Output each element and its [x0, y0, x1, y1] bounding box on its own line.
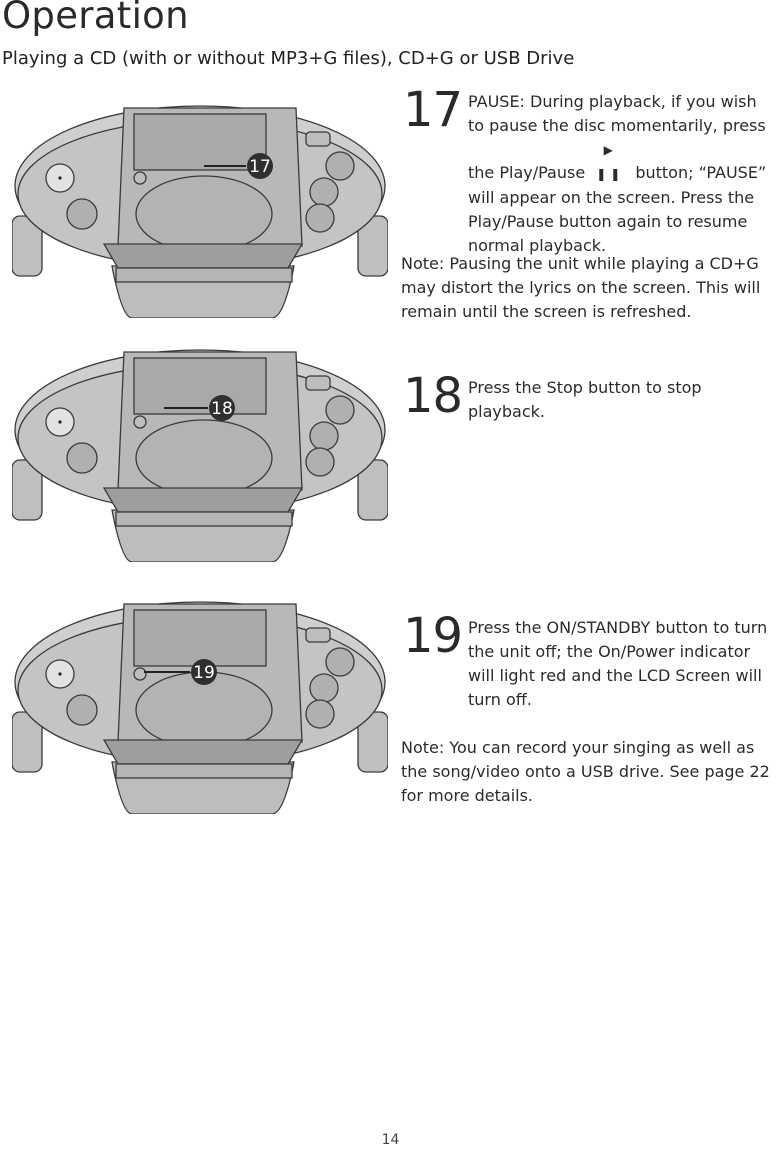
play-pause-icon: ▶ ❚❚: [596, 143, 625, 181]
page-title: Operation: [2, 0, 189, 37]
step-18: 18 Press the Stop button to stop playbac…: [403, 372, 775, 424]
callout-number: 19: [193, 663, 215, 683]
step-number: 17: [403, 82, 463, 138]
note-19: Note: You can record your singing as wel…: [401, 736, 773, 808]
callout-number: 18: [211, 399, 233, 419]
note-17: Note: Pausing the unit while playing a C…: [401, 252, 773, 324]
step-number: 18: [403, 368, 463, 424]
step-text: Press the Stop button to stop playback.: [468, 378, 702, 421]
step-text-part: During playback, if you wish to pause th…: [468, 92, 766, 182]
page-subtitle: Playing a CD (with or without MP3+G file…: [2, 48, 575, 69]
callout-number: 17: [249, 157, 271, 177]
callout-marker: [191, 659, 217, 685]
note-label: Note:: [401, 254, 445, 273]
step-number: 19: [403, 608, 463, 664]
page-number: 14: [381, 1132, 400, 1148]
note-label: Note:: [401, 738, 445, 757]
karaoke-machine-illustration: 17: [12, 105, 388, 318]
pause-label: PAUSE:: [468, 92, 525, 111]
step-17: 17 PAUSE: During playback, if you wish t…: [403, 86, 775, 258]
note-text: You can record your singing as well as t…: [401, 738, 770, 805]
note-text: Pausing the unit while playing a CD+G ma…: [401, 254, 761, 321]
device-illustration-step-17: 17: [12, 96, 388, 318]
callout-marker: [247, 153, 273, 179]
karaoke-machine-illustration: 19: [12, 601, 388, 814]
step-text: Press the ON/STANDBY button to turn the …: [468, 618, 768, 709]
step-text: PAUSE: During playback, if you wish to p…: [468, 86, 775, 258]
karaoke-machine-illustration: 18: [12, 349, 388, 562]
callout-marker: [209, 395, 235, 421]
step-19: 19 Press the ON/STANDBY button to turn t…: [403, 612, 775, 712]
device-illustration-step-19: 19: [12, 592, 388, 814]
device-illustration-step-18: 18: [12, 340, 388, 562]
step-text-part: button; “PAUSE” will appear on the scree…: [468, 163, 767, 255]
